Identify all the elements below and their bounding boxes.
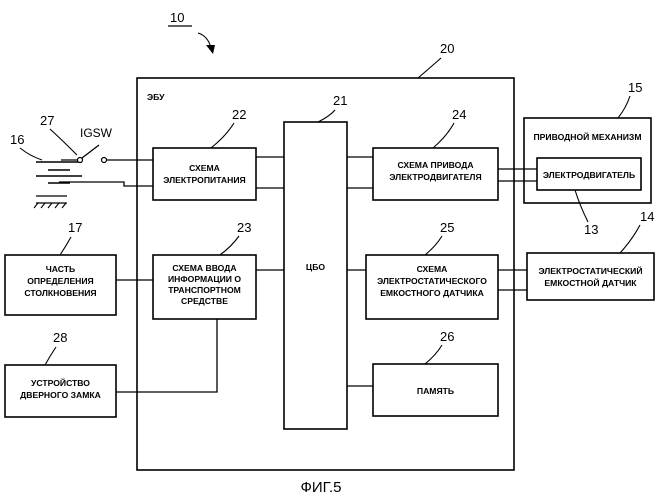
ref-22: 22	[232, 107, 246, 122]
ref-14: 14	[640, 209, 654, 224]
capacitive-sensor-box	[527, 253, 654, 300]
collision-detection-line-1: ЧАСТЬ	[46, 264, 75, 274]
ref-10: 10	[170, 10, 184, 25]
ref-27-leader	[50, 129, 77, 155]
capacitive-sensor-line-1: ЭЛЕКТРОСТАТИЧЕСКИЙ	[538, 265, 642, 276]
motor-drive-line-2: ЭЛЕКТРОДВИГАТЕЛЯ	[389, 172, 481, 182]
ref-27: 27	[40, 113, 54, 128]
ground-icon	[34, 196, 67, 208]
power-circuit-line-1: СХЕМА	[189, 163, 220, 173]
door-lock-line-2: ДВЕРНОГО ЗАМКА	[20, 390, 101, 400]
capacitive-sensor-line-2: ЕМКОСТНОЙ ДАТЧИК	[544, 277, 637, 288]
sensor-circuit-line-3: ЕМКОСТНОГО ДАТЧИКА	[380, 288, 484, 298]
ref-24: 24	[452, 107, 466, 122]
power-circuit-line-2: ЭЛЕКТРОПИТАНИЯ	[163, 175, 245, 185]
vehicle-input-line-1: СХЕМА ВВОДА	[172, 263, 236, 273]
collision-detection-line-2: ОПРЕДЕЛЕНИЯ	[27, 276, 94, 286]
ref-16: 16	[10, 132, 24, 147]
ref-14-leader	[620, 225, 640, 253]
ref-21: 21	[333, 93, 347, 108]
ref-28: 28	[53, 330, 67, 345]
figure-caption: ФИГ.5	[301, 479, 342, 496]
ref-13: 13	[584, 222, 598, 237]
vehicle-input-line-3: ТРАНСПОРТНОМ	[168, 285, 241, 295]
ref-17-leader	[60, 237, 71, 255]
collision-detection-line-3: СТОЛКНОВЕНИЯ	[24, 288, 96, 298]
igsw-label: IGSW	[80, 126, 113, 140]
ref-20: 20	[440, 41, 454, 56]
ref-23: 23	[237, 220, 251, 235]
cpu-label: ЦБО	[306, 262, 325, 272]
ignition-switch-icon	[78, 145, 107, 163]
ref-16-leader	[20, 148, 42, 160]
ecu-label: ЭБУ	[147, 92, 165, 102]
ref-26: 26	[440, 329, 454, 344]
ref-15-leader	[618, 96, 630, 118]
ref-10-arrowhead	[206, 45, 215, 54]
ref-15: 15	[628, 80, 642, 95]
ref-25: 25	[440, 220, 454, 235]
vehicle-input-line-4: СРЕДСТВЕ	[181, 296, 228, 306]
memory-label: ПАМЯТЬ	[417, 386, 454, 396]
motor-drive-line-1: СХЕМА ПРИВОДА	[397, 160, 473, 170]
cpu-box	[284, 122, 347, 429]
ref-20-leader	[418, 58, 441, 78]
motor-label: ЭЛЕКТРОДВИГАТЕЛЬ	[543, 170, 635, 180]
ref-17: 17	[68, 220, 82, 235]
ref-28-leader	[45, 347, 56, 365]
door-lock-line-1: УСТРОЙСТВО	[31, 377, 90, 388]
drive-mechanism-label: ПРИВОДНОЙ МЕХАНИЗМ	[534, 131, 642, 142]
battery-icon	[36, 162, 82, 183]
power-circuit-box	[153, 148, 256, 200]
vehicle-input-line-2: ИНФОРМАЦИИ О	[168, 274, 241, 284]
sensor-circuit-line-2: ЭЛЕКТРОСТАТИЧЕСКОГО	[377, 276, 487, 286]
sensor-circuit-line-1: СХЕМА	[417, 264, 448, 274]
